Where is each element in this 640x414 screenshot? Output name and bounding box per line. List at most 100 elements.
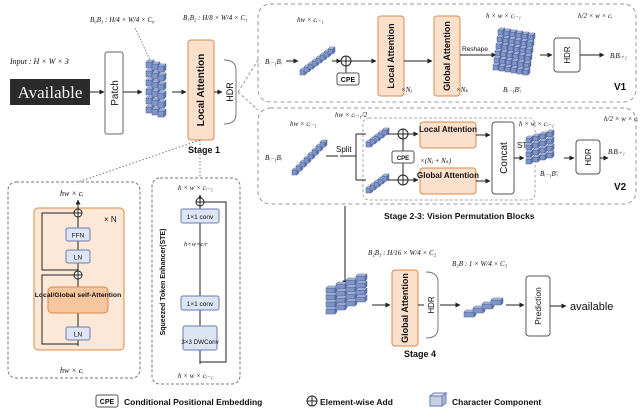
block-ln-bottom: LN (65, 326, 91, 341)
stage1-token-stack (145, 59, 167, 118)
v2-cpe-box: CPE (391, 150, 415, 164)
v2-ste: STE (517, 141, 533, 150)
svg-text:Available: Available (18, 83, 83, 102)
svg-text:CPE: CPE (341, 77, 356, 84)
ste-add-icon (195, 197, 205, 207)
v2-concat: Concat (491, 121, 515, 195)
block-add-icon-top (73, 208, 83, 218)
svg-text:1×1 conv: 1×1 conv (187, 214, 214, 221)
svg-text:1×1 conv: 1×1 conv (187, 301, 214, 308)
token-cube (539, 152, 548, 161)
v2-half-ch: hw × cᵢ₋₁/2 (335, 111, 368, 119)
v2-add-icon-top (397, 128, 409, 140)
ste-bottom-dim: h × w × cᵢ₋₁ (178, 372, 213, 380)
legend-add-icon (306, 395, 318, 407)
output-text: available (570, 301, 613, 313)
token-cube (325, 285, 338, 294)
stage1-dim-b0: B₀B₁ : H/4 × W/4 × C₀ (90, 16, 155, 24)
token-cube (546, 150, 555, 159)
v2-token-bottom-branch (365, 173, 390, 194)
ste-title: Squeezed Token Enhancer(STE) (160, 229, 167, 336)
legend-cpe-key (95, 394, 119, 408)
token-cube (157, 72, 167, 82)
token-cube (327, 46, 336, 55)
token-cube (525, 135, 534, 144)
v1-global-attention: Global Attention (433, 15, 461, 97)
v2-hdr: HDR (575, 139, 601, 175)
v1-local-attention: Local Attention (377, 15, 405, 97)
token-cube (355, 294, 368, 303)
token-cube (532, 133, 541, 142)
input-word-image: Available (10, 79, 90, 105)
stage4-dim-b2: B₂B₃ : H/16 × W/4 × C₂ (368, 249, 437, 257)
token-cube (157, 90, 167, 100)
token-cube (524, 53, 533, 62)
v2-panel (257, 107, 637, 205)
token-cube (355, 280, 368, 289)
v1-cpe-box: CPE (336, 72, 360, 86)
stage4-dim-b3: B₃B : 1 × W/4 × C₃ (452, 260, 508, 268)
v2-b-mid: Bᵢ₋₁B′ᵢ (540, 170, 558, 178)
v2-half-dim: h/2 × w × cᵢ (604, 115, 638, 123)
token-cube (345, 298, 358, 307)
stage1-dim-b1: B₁B₂ : H/8 × W/4 × C₁ (183, 14, 248, 22)
legend-cpe-text: Conditional Positional Embedding (124, 397, 262, 407)
token-cube (532, 140, 541, 149)
block-ln-top: LN (65, 249, 91, 264)
token-cube (315, 143, 324, 152)
block-inset (7, 181, 141, 379)
v2-repeat-frame (362, 117, 536, 201)
stage4-title: Stage 4 (404, 349, 436, 359)
svg-text:HDR: HDR (584, 148, 593, 166)
token-cube (381, 173, 390, 182)
svg-text:HDR: HDR (427, 296, 436, 314)
token-cube (525, 156, 534, 165)
svg-text:Concat: Concat (499, 142, 510, 174)
v1-nk: ×Nₖ (456, 86, 469, 94)
svg-text:Patch: Patch (110, 80, 121, 106)
v1-b-out: BᵢBᵢ₊₁ (610, 52, 627, 60)
ste-inset (151, 177, 241, 385)
ste-conv-top: 1×1 conv (180, 208, 220, 224)
token-cube (157, 81, 167, 91)
v2-add-icon-bottom (397, 174, 409, 186)
v2-global-attention: Global Attention (417, 167, 479, 195)
stages23-title: Stage 2-3: Vision Permutation Blocks (384, 211, 535, 221)
token-cube (335, 302, 348, 311)
token-cube (539, 145, 548, 154)
token-cube (335, 288, 348, 297)
token-cube (539, 138, 548, 147)
stage4-hdr: HDR (425, 271, 439, 339)
token-cube (381, 127, 390, 136)
block-top-dim: hw × cᵢ (60, 189, 84, 198)
svg-text:Global Attention: Global Attention (442, 21, 452, 91)
token-cube (335, 281, 348, 290)
stage1-hdr: HDR (223, 59, 237, 125)
v1-token-sequence (299, 46, 336, 76)
v1-panel (257, 3, 637, 103)
token-cube (526, 39, 535, 48)
stage1-local-attention: Local Attention (187, 39, 215, 141)
token-cube (325, 299, 338, 308)
v2-token-top-branch (365, 127, 390, 148)
token-cube (355, 273, 368, 282)
ste-conv-mid: 1×1 conv (180, 295, 220, 311)
svg-text:Local/Global self-Attention: Local/Global self-Attention (35, 292, 121, 299)
svg-text:3×3 DWConv: 3×3 DWConv (181, 339, 219, 346)
token-cube (546, 129, 555, 138)
input-label: Input : H × W × 3 (9, 57, 69, 66)
v1-half-dim: h/2 × w × cᵢ (578, 12, 612, 20)
token-cube (546, 136, 555, 145)
token-cube (319, 139, 328, 148)
v2-token-output (525, 129, 555, 165)
block-add-icon-mid (73, 270, 83, 280)
token-cube (523, 60, 532, 69)
v1-reshape: Reshape (462, 46, 488, 53)
svg-text:LN: LN (74, 332, 83, 339)
svg-text:Global Attention: Global Attention (417, 171, 479, 180)
patch-block: Patch (104, 51, 124, 135)
svg-text:LN: LN (74, 255, 83, 262)
legend: CPE Conditional Positional Embedding Ele… (95, 392, 541, 408)
v1-hdr: HDR (553, 37, 581, 73)
token-cube (345, 277, 358, 286)
